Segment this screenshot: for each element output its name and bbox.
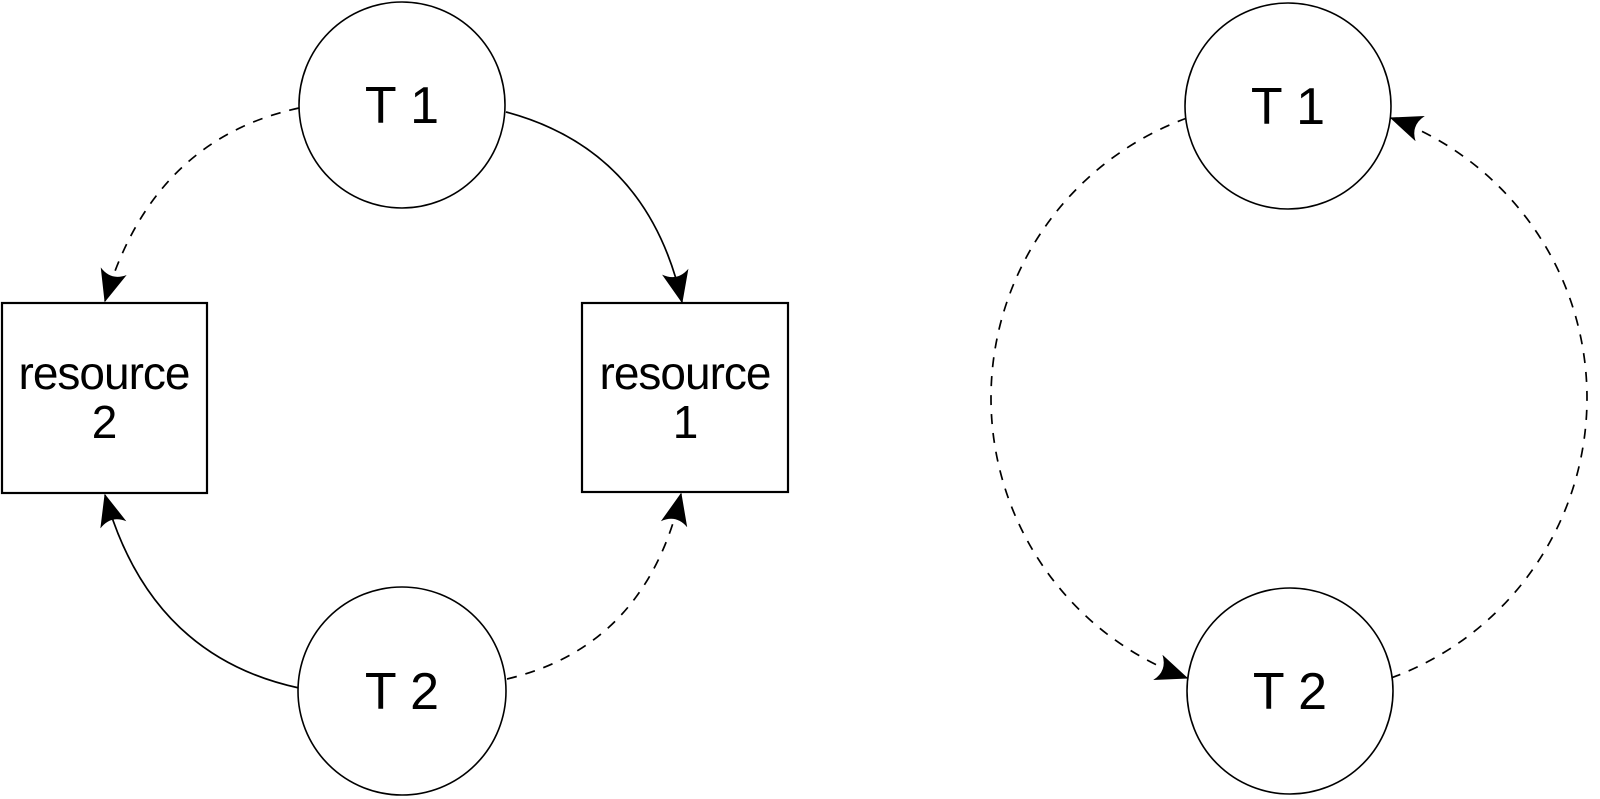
edge-t2-to-resource2-solid <box>100 493 300 689</box>
resource1-box <box>580 301 790 494</box>
edge-t2-to-resource1-dashed <box>506 492 688 680</box>
resource2-label-line2: 2 <box>92 396 117 448</box>
left-t2-node <box>297 586 507 796</box>
resource2-box <box>0 301 209 495</box>
resource1-label-line2: 1 <box>673 396 698 448</box>
edge-t1-to-resource1-solid <box>505 111 689 304</box>
edge-t2-to-t1-dashed <box>1389 115 1588 679</box>
right-t1-label: T 1 <box>1251 78 1325 136</box>
edge-t1-to-t2-dashed <box>990 117 1189 681</box>
left-diagram: T 1 T 2 resource 2 resource 1 <box>0 1 790 796</box>
right-t2-node <box>1186 587 1394 795</box>
left-t1-node <box>298 1 506 209</box>
right-diagram: T 1 T 2 <box>990 2 1588 795</box>
right-t2-label: T 2 <box>1253 663 1327 721</box>
resource2-label-line1: resource <box>19 347 190 399</box>
resource1-label-line1: resource <box>600 347 771 399</box>
left-t1-label: T 1 <box>365 77 439 135</box>
edge-t1-to-resource2-dashed <box>100 107 300 303</box>
left-t2-label: T 2 <box>365 663 439 721</box>
right-t1-node <box>1184 2 1392 210</box>
